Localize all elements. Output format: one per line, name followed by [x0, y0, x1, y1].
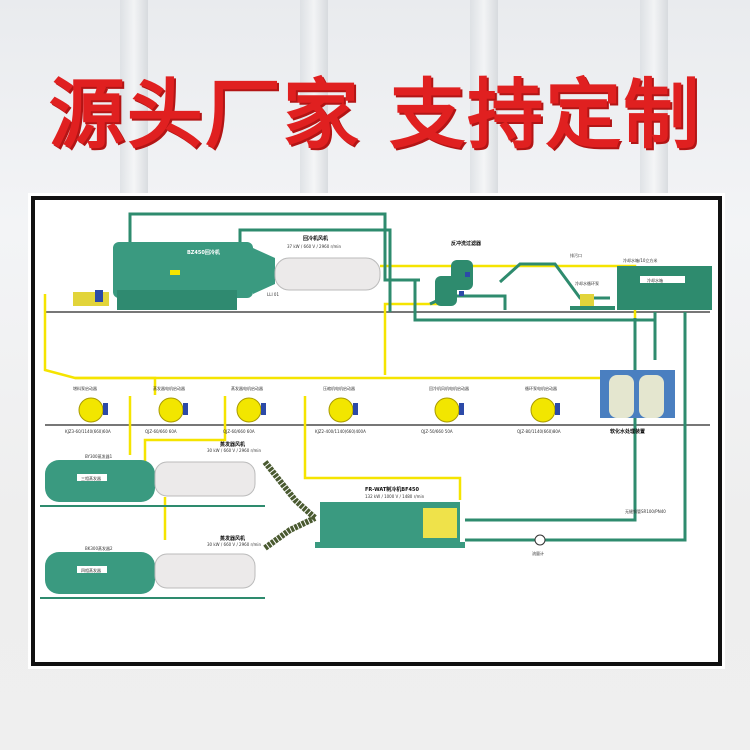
backwash-filter: 反冲洗过滤器 排污口 — [435, 240, 582, 306]
starter-model: KJZ3-60/1140(660)60A — [65, 429, 111, 434]
evaporator-1: BY300蒸发器1 三相蒸发器 蒸发器风机 30 kW / 660 V / 29… — [40, 441, 265, 507]
flowmeter-label: 流量计 — [532, 550, 544, 556]
water-treatment: 软化水处理装置 — [600, 370, 675, 435]
evap-fan2-spec: 30 kW / 660 V / 2960 r/min — [207, 542, 262, 547]
starter-2: 蒸发器电机启动器 QJZ-60/660 60A — [145, 385, 188, 434]
evap-fan1-spec: 30 kW / 660 V / 2960 r/min — [207, 448, 262, 453]
evap-fan2-label: 蒸发器风机 — [220, 535, 245, 542]
pipe-spec-label: 无缝钢管SR100/PN40 — [625, 508, 666, 514]
background-pipe — [300, 0, 328, 200]
evaporator-2: BK300蒸发器2 四相蒸发器 蒸发器风机 30 kW / 660 V / 29… — [40, 535, 265, 599]
headline-part2: 支持定制 — [389, 70, 702, 159]
starter-terminal — [555, 403, 560, 415]
compressor-label: FR-WAT制冷机BF450 — [365, 486, 419, 493]
water-pipes — [128, 212, 687, 542]
starter-title: 增料泵启动器 — [73, 385, 97, 391]
starter-model: QJZ-80/1140(660)80A — [517, 429, 561, 434]
starter-terminal — [103, 403, 108, 415]
cooling-pump: 冷却水循环泵 — [570, 280, 615, 310]
filter-label: 反冲洗过滤器 — [451, 240, 482, 247]
starter-body — [328, 397, 354, 423]
headline: 源头厂家 支持定制 — [0, 70, 750, 160]
headline-part1: 源头厂家 — [48, 70, 361, 159]
compressor-spec: 132 kW / 1000 V / 1480 r/min — [365, 494, 425, 499]
starter-model: QJZ-50/660 50A — [421, 429, 453, 434]
starter-terminal — [183, 403, 188, 415]
compressor-unit: FR-WAT制冷机BF450 132 kW / 1000 V / 1480 r/… — [315, 486, 465, 548]
starter-title: 蒸发器电机启动器 — [153, 385, 185, 391]
background-pipe — [120, 0, 148, 200]
chiller-fan-spec: 37 kW / 660 V / 2960 r/min — [287, 244, 342, 249]
diagram-frame: BZ450回冷机 LLI 01 回冷机风机 37 kW / 660 V / 29… — [31, 196, 722, 666]
starter-title: 蒸发器电机启动器 — [231, 385, 263, 391]
starter-title: 循环泵电机启动器 — [525, 385, 557, 391]
starter-title: 压缩机电机启动器 — [323, 385, 355, 391]
background-pipe — [470, 0, 498, 200]
evaporator1-inner-label: 三相蒸发器 — [81, 475, 101, 481]
starter-body — [158, 397, 184, 423]
electric-cables — [43, 264, 665, 540]
starter-body — [236, 397, 262, 423]
starter-3: 蒸发器电机启动器 QJZ-60/660 60A — [223, 385, 266, 434]
evaporator1-label: BY300蒸发器1 — [85, 453, 113, 459]
evap-fan1-label: 蒸发器风机 — [220, 441, 245, 448]
evaporator2-label: BK300蒸发器2 — [85, 545, 113, 551]
flexible-hose — [262, 460, 318, 551]
chiller-tag: LLI 01 — [267, 292, 279, 297]
evaporator2-inner-label: 四相蒸发器 — [81, 567, 101, 573]
starter-terminal — [459, 403, 464, 415]
starter-model: KJZ2-400/1140(660)400A — [315, 429, 366, 434]
starter-model: QJZ-60/660 60A — [145, 429, 177, 434]
starter-body — [434, 397, 460, 423]
starter-title: 回冷机风机电机启动器 — [429, 385, 469, 391]
starter-body — [78, 397, 104, 423]
starter-model: QJZ-60/660 60A — [223, 429, 255, 434]
starter-4: 压缩机电机启动器 KJZ2-400/1140(660)400A — [315, 385, 366, 434]
process-diagram: BZ450回冷机 LLI 01 回冷机风机 37 kW / 660 V / 29… — [40, 212, 712, 599]
starter-terminal — [353, 403, 358, 415]
starter-6: 循环泵电机启动器 QJZ-80/1140(660)80A — [517, 385, 561, 434]
cooling-tank-label: 冷却水箱/10立方米 — [623, 257, 657, 263]
chiller-unit: BZ450回冷机 LLI 01 回冷机风机 37 kW / 660 V / 29… — [73, 235, 381, 310]
cooling-tank-inner-label: 冷却水箱 — [647, 277, 663, 283]
starter-terminal — [261, 403, 266, 415]
starter-body — [530, 397, 556, 423]
starter-5: 回冷机风机电机启动器 QJZ-50/660 50A — [421, 385, 469, 434]
chiller-fan-label: 回冷机风机 — [303, 235, 328, 242]
starters: 增料泵启动器 KJZ3-60/1140(660)60A 蒸发器电机启动器 QJZ-60… — [65, 385, 561, 434]
background-pipe — [640, 0, 668, 200]
cooling-pump-label: 冷却水循环泵 — [575, 280, 599, 286]
flowmeter: 流量计 无缝钢管SR100/PN40 — [532, 508, 666, 556]
chiller-label: BZ450回冷机 — [187, 249, 220, 256]
starter-1: 增料泵启动器 KJZ3-60/1140(660)60A — [65, 385, 111, 434]
drain-label: 排污口 — [570, 252, 582, 258]
water-treatment-label: 软化水处理装置 — [610, 428, 645, 435]
cooling-tank: 冷却水箱/10立方米 冷却水箱 — [617, 257, 712, 310]
